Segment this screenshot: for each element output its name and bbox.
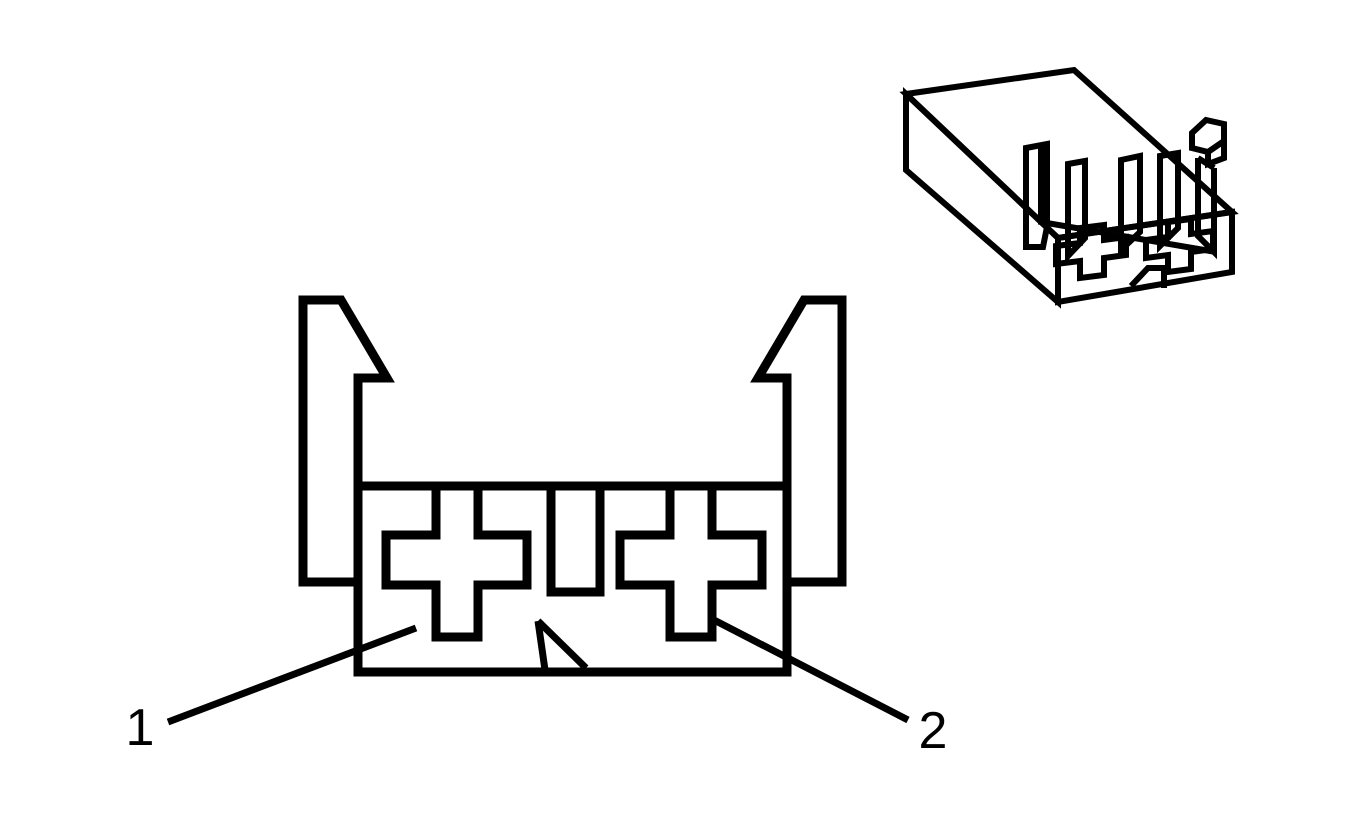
iso-cavity-divider-notch (1128, 265, 1167, 289)
iso-terminal-cavity-left (1053, 221, 1129, 282)
front-center-rib-diagonal (535, 618, 589, 671)
callout-leaders (166, 616, 910, 726)
front-center-rib (534, 620, 549, 671)
connector-front-view (298, 295, 847, 677)
center-keying-slot (546, 481, 605, 597)
iso-latch-tab-stem-inner (1196, 155, 1216, 171)
iso-divider-blade-4 (1157, 149, 1181, 254)
iso-latch-tab-body (1205, 141, 1227, 169)
iso-divider-blade-3 (1118, 152, 1143, 257)
callout-1-label: 1 (126, 699, 155, 757)
callout-2-leader-line (712, 616, 910, 724)
right-terminal-cavity (615, 481, 767, 642)
left-terminal-cavity (381, 481, 532, 642)
connector-isometric-view (899, 66, 1239, 309)
callout-1-leader-line (166, 624, 418, 726)
iso-divider-blade-2 (1065, 157, 1088, 264)
iso-latch-tab-stem (1195, 158, 1217, 260)
callout-2-label: 2 (919, 702, 948, 760)
front-body-outline (353, 378, 792, 677)
